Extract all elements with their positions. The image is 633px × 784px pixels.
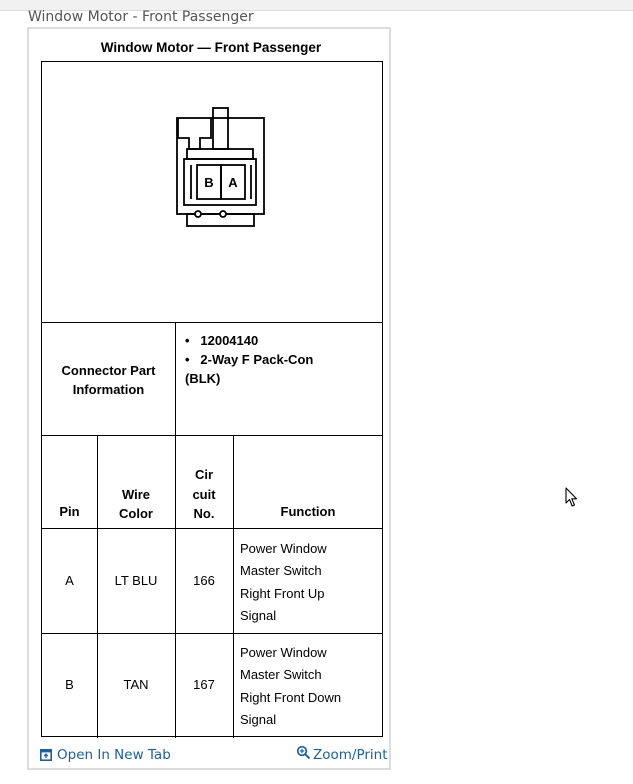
row-b-pin: B <box>65 677 74 692</box>
card-footer: Open In New Tab Zoom/Print <box>29 745 393 767</box>
zoom-print-label: Zoom/Print <box>313 747 388 763</box>
divider-line <box>42 435 382 436</box>
connector-diagram: B A <box>176 107 265 227</box>
header-circuit-no: Cir cuit No. <box>192 467 216 521</box>
row-b-circuit: 167 <box>193 677 215 692</box>
zoom-print-link[interactable]: Zoom/Print <box>296 745 388 763</box>
connector-part-type: • 2-Way F Pack-Con <box>185 352 314 367</box>
header-wire-color: Wire Color <box>119 487 153 521</box>
divider-line <box>42 528 382 529</box>
zoom-icon <box>296 745 311 759</box>
header-pin: Pin <box>59 504 80 519</box>
open-in-new-tab-label: Open In New Tab <box>57 747 171 763</box>
connector-table-frame: B A Connector Part Information • 1200414… <box>41 61 383 738</box>
row-a-pin: A <box>65 573 74 588</box>
open-in-new-tab-link[interactable]: Open In New Tab <box>40 747 171 763</box>
pin-b-label: B <box>204 175 213 190</box>
connector-part-info: • 12004140 • 2-Way F Pack-Con (BLK) <box>185 331 375 388</box>
connector-card: Window Motor — Front Passenger <box>27 27 391 770</box>
document-title: Window Motor — Front Passenger <box>100 40 322 55</box>
divider-line <box>42 322 382 323</box>
row-b-wire: TAN <box>123 677 149 692</box>
divider-line <box>42 633 382 634</box>
connector-part-label: Connector Part Information <box>61 363 156 397</box>
divider-line <box>233 435 234 738</box>
open-in-new-tab-icon <box>40 749 52 761</box>
row-a-wire: LT BLU <box>114 573 158 588</box>
image-caption: Window Motor - Front Passenger <box>28 9 254 25</box>
mouse-pointer-icon <box>565 487 578 507</box>
header-function: Function <box>280 504 336 519</box>
divider-line <box>175 322 176 738</box>
top-bar <box>0 0 633 11</box>
pin-a-label: A <box>228 175 238 190</box>
connector-part-number: • 12004140 <box>185 333 259 348</box>
row-a-function: Power Window Master Switch Right Front U… <box>240 541 327 623</box>
divider-line <box>97 435 98 738</box>
row-a-circuit: 166 <box>193 573 215 588</box>
row-b-function: Power Window Master Switch Right Front D… <box>240 645 342 727</box>
